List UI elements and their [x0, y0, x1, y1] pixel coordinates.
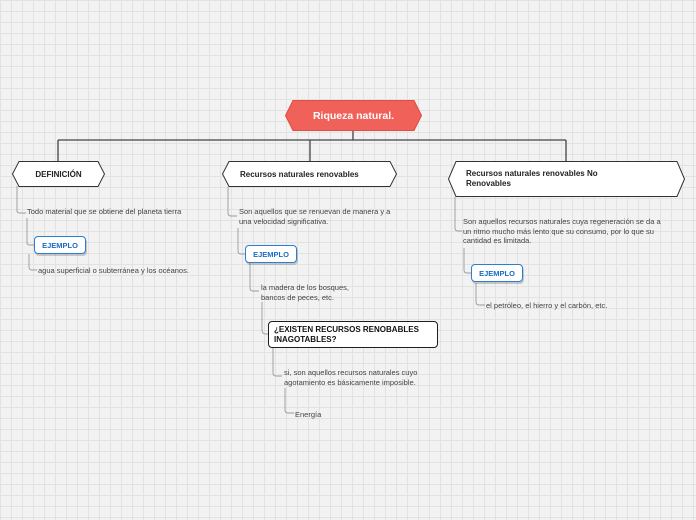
no-renovables-example-connector [463, 248, 471, 274]
branch-definicion[interactable]: DEFINICIÓN [12, 161, 105, 187]
definicion-example-text: agua superficial o subterránea y los océ… [38, 266, 189, 275]
renobables-question-node[interactable]: ¿EXISTEN RECURSOS RENOBABLES INAGOTABLES… [268, 321, 438, 348]
branch-renovables-label: Recursos naturales renovables [240, 169, 359, 179]
branch-definicion-label: DEFINICIÓN [35, 169, 82, 179]
root-title: Riqueza natural. [312, 109, 395, 122]
branch-no-renovables[interactable]: Recursos naturales renovables No Renovab… [448, 161, 685, 197]
no-renovables-description: Son aquellos recursos naturales cuya reg… [463, 217, 661, 245]
branch-hexagon-shape [448, 161, 685, 197]
renovables-example-text: la madera de los bosques, bancos de pece… [261, 283, 349, 302]
question-answer-text: si, son aquellos recursos naturales cuyo… [284, 368, 418, 387]
root-node[interactable]: Riqueza natural. [285, 100, 422, 131]
question-connector [261, 302, 269, 335]
answer-example-connector [284, 388, 294, 414]
definicion-example-button[interactable]: EJEMPLO [34, 236, 86, 254]
branch-hexagon-shape [222, 161, 397, 187]
renovables-example-button[interactable]: EJEMPLO [245, 245, 297, 263]
no-renovables-connector [454, 197, 462, 232]
renovables-connector [227, 187, 237, 217]
root-hexagon-shape [285, 100, 422, 131]
definicion-example-connector [26, 218, 34, 246]
answer-example-text: Energía [295, 410, 322, 419]
renovables-example-connector [237, 228, 245, 255]
branch-hexagon-shape [12, 161, 105, 187]
no-renovables-example-text: el petróleo, el hierro y el carbón, etc. [486, 301, 608, 310]
answer-connector [272, 348, 282, 377]
renovables-description: Son aquellos que se renuevan de manera y… [239, 207, 391, 226]
renovables-example-text-connector [249, 262, 259, 292]
branch-renovables[interactable]: Recursos naturales renovables [222, 161, 397, 187]
no-renovables-example-text-connector [475, 283, 485, 306]
definicion-connector [16, 186, 26, 214]
branch-no-renovables-label: Recursos naturales renovables No Renovab… [466, 169, 598, 188]
definicion-example-text-connector [28, 254, 37, 271]
no-renovables-example-button[interactable]: EJEMPLO [471, 264, 523, 282]
definicion-description: Todo material que se obtiene del planeta… [27, 207, 182, 216]
root-connector [57, 131, 567, 161]
